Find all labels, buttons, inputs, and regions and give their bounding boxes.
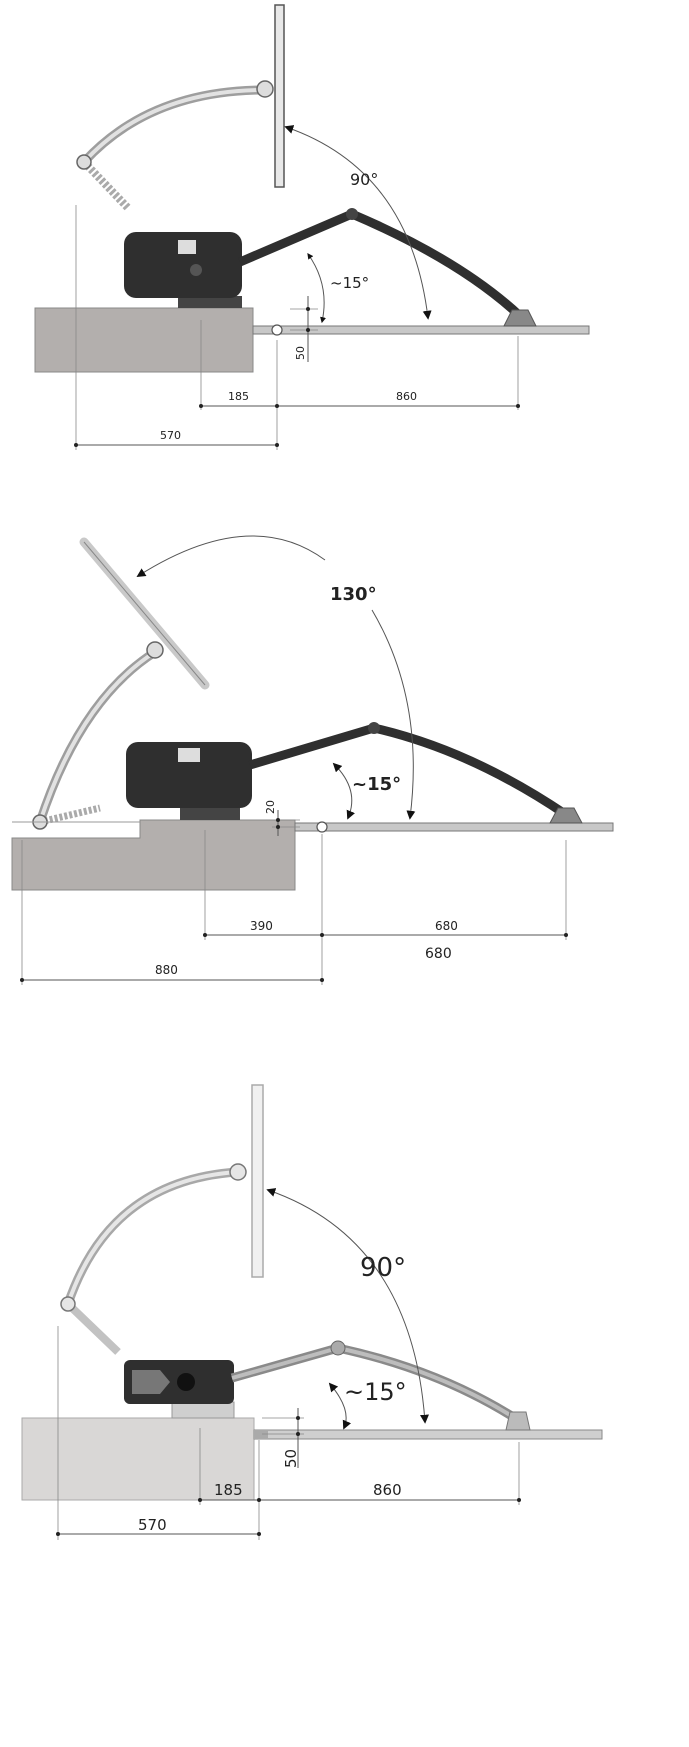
dim-right-label: 860	[373, 1481, 402, 1499]
angle-lower-label: ~15°	[330, 274, 369, 292]
upper-arm-ghost	[63, 1167, 243, 1309]
rail-end-icon	[316, 821, 328, 833]
arm-foot	[503, 309, 537, 327]
diagram-2: 130° ~15° 20 390 680 680 880	[11, 535, 614, 985]
angle-arc-15	[328, 1382, 352, 1430]
angle-lower-label: ~15°	[344, 1378, 407, 1406]
joint-icon	[229, 1163, 247, 1181]
joint-icon	[146, 641, 164, 659]
lock-icon	[177, 1373, 195, 1391]
dim-total-label: 570	[138, 1516, 167, 1534]
angle-upper-label: 130°	[330, 584, 377, 605]
joint-icon	[60, 1296, 76, 1312]
arm-foot	[549, 807, 583, 824]
desk	[34, 307, 254, 373]
lower-arm	[238, 209, 524, 320]
dim-height-label: 50	[282, 1449, 300, 1468]
arm-housing	[124, 232, 242, 298]
joint-icon	[346, 208, 358, 220]
angle-arc-15	[307, 253, 326, 324]
arm-foot	[505, 1411, 531, 1431]
dim-left-label: 185	[228, 390, 249, 403]
angle-arc-90	[266, 1188, 429, 1424]
dim-right-label: 860	[396, 390, 417, 403]
dim-left-label: 185	[214, 1481, 243, 1499]
desk	[21, 1417, 255, 1501]
dim-height-label: 50	[294, 346, 307, 360]
angle-arc-15	[332, 762, 355, 820]
desk	[11, 819, 296, 891]
track-rail	[294, 822, 614, 832]
joint-icon	[368, 722, 380, 734]
monitor-panel	[251, 1084, 264, 1278]
angle-arc-130	[136, 535, 326, 577]
monitor-panel	[274, 4, 285, 188]
angle-upper-label: 90°	[360, 1253, 406, 1283]
dim-total-label: 880	[155, 963, 178, 977]
arm-housing	[126, 742, 252, 808]
angle-lower-label: ~15°	[352, 774, 401, 795]
dim-right-note: 680	[425, 946, 452, 962]
dim-left-label: 390	[250, 919, 273, 933]
angle-upper-label: 90°	[350, 170, 378, 189]
diagram-1: 90° ~15° 50 185 860 570	[34, 4, 590, 450]
rail-end-icon	[271, 324, 283, 336]
angle-arc-90	[284, 125, 432, 320]
dim-right-label: 680	[435, 919, 458, 933]
diagram-3: 90° ~15° 50 185 860 570	[21, 1084, 603, 1540]
upper-arm-ghost	[79, 85, 270, 167]
dim-height-label: 20	[264, 800, 277, 814]
joint-icon	[256, 80, 274, 98]
track-rail	[252, 325, 590, 335]
joint-icon	[76, 154, 92, 170]
joint-icon	[330, 1340, 346, 1356]
track-rail	[253, 1429, 603, 1440]
dim-total-label: 570	[160, 429, 181, 442]
lower-arm	[248, 723, 568, 818]
